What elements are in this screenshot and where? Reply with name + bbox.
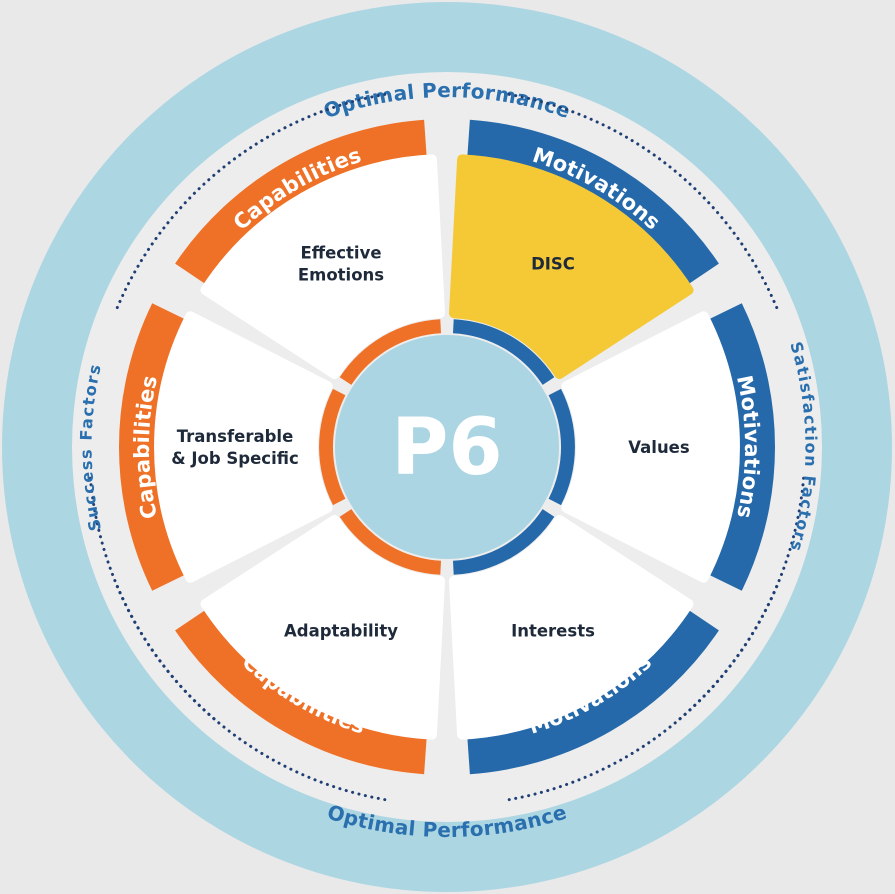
segment-label-interests-line-1: Interests bbox=[511, 622, 595, 641]
segment-inner-ring-effective-emotions bbox=[339, 319, 441, 385]
segment-label-disc-line-1: DISC bbox=[531, 254, 575, 273]
segment-label-effective-emotions-line-1: Effective bbox=[300, 243, 381, 262]
segment-body-values bbox=[561, 311, 740, 583]
segment-body-interests bbox=[449, 515, 694, 740]
dotted-arcs bbox=[88, 92, 806, 802]
segment-body-transferable bbox=[154, 311, 333, 583]
center-circle bbox=[335, 335, 559, 559]
segment-inner-ring-interests bbox=[453, 509, 555, 575]
dotted-arc-left bbox=[88, 476, 219, 723]
segment-body-disc bbox=[449, 154, 694, 379]
segment-body-effective-emotions bbox=[200, 154, 445, 379]
segment-inner-ring-transferable bbox=[319, 388, 346, 506]
segment-label-adaptability-line-1: Adaptability bbox=[284, 622, 398, 641]
segment-inner-ring-values bbox=[548, 388, 575, 506]
segment-inner-ring-adaptability bbox=[339, 509, 441, 575]
segments-group: CapabilitiesEffectiveEmotionsMotivations… bbox=[118, 119, 776, 775]
segment-label-effective-emotions-line-2: Emotions bbox=[298, 265, 384, 284]
center-label: P6 bbox=[391, 403, 502, 493]
segment-label-transferable-line-1: Transferable bbox=[177, 427, 294, 446]
dotted-arc-right bbox=[675, 476, 806, 723]
segment-label-transferable-line-2: & Job Specific bbox=[171, 449, 299, 468]
segment-inner-ring-disc bbox=[453, 319, 555, 385]
segment-body-adaptability bbox=[200, 515, 445, 740]
segment-label-values-line-1: Values bbox=[628, 438, 690, 457]
